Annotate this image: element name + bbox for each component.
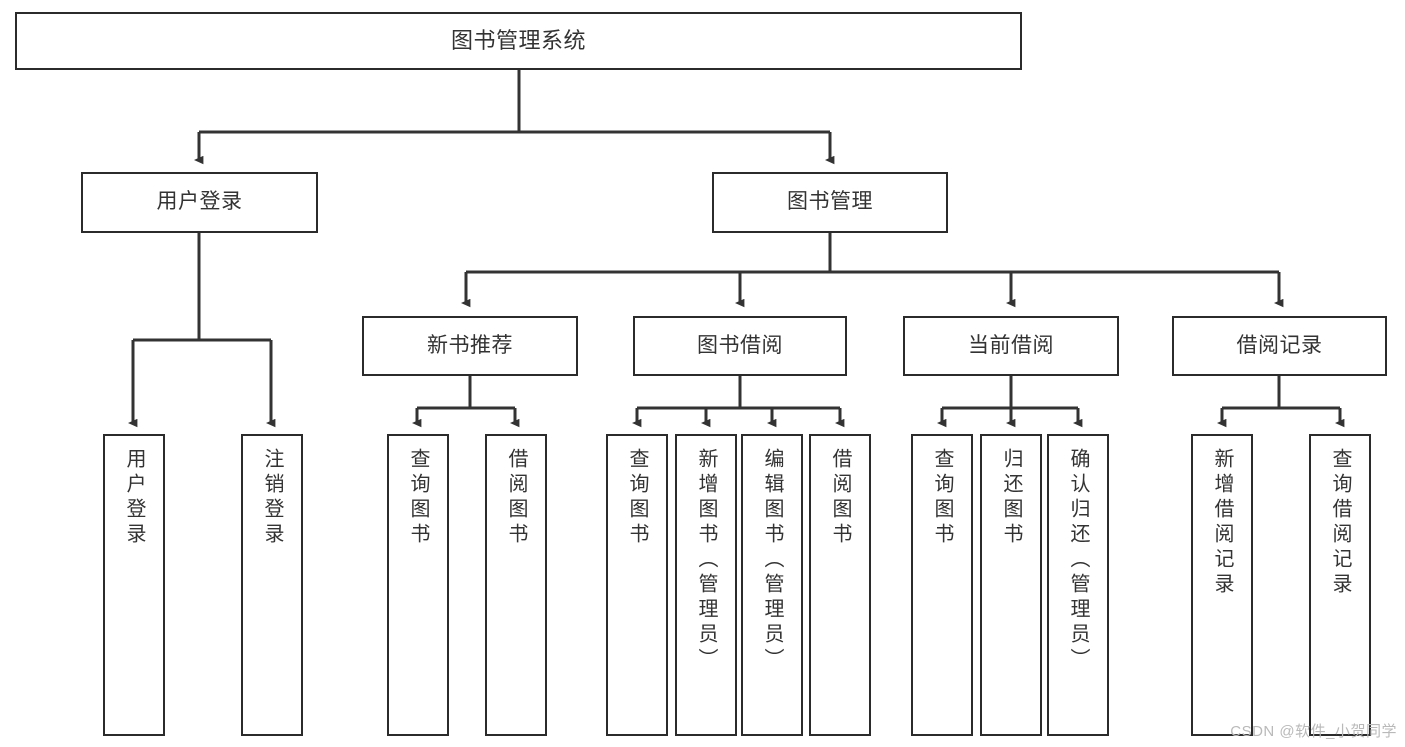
node-borrow-record[interactable]: 借阅记录: [1172, 316, 1387, 376]
node-label: 当前借阅: [968, 333, 1054, 357]
node-label: 图书管理: [787, 190, 873, 214]
leaf-node-query-book-current[interactable]: 查询图书: [911, 434, 973, 736]
node-label: 注销登录: [261, 448, 283, 548]
node-label: 借阅记录: [1236, 333, 1323, 357]
node-label: 借阅图书: [829, 448, 851, 548]
node-label: 查询图书: [407, 448, 429, 548]
csdn-watermark: CSDN @软件_小贺同学: [1230, 723, 1397, 740]
node-label: 新书推荐: [427, 333, 513, 357]
node-new-book-recommend[interactable]: 新书推荐: [362, 316, 578, 376]
node-label: 查询借阅记录: [1329, 448, 1351, 598]
node-label: 查询图书: [626, 448, 648, 548]
node-book-management-system[interactable]: 图书管理系统: [15, 12, 1022, 70]
node-label: 新增图书（管理员）: [695, 448, 717, 673]
node-book-borrow[interactable]: 图书借阅: [633, 316, 847, 376]
leaf-node-confirm-return[interactable]: 确认归还（管理员）: [1047, 434, 1109, 736]
node-label: 新增借阅记录: [1211, 448, 1233, 598]
node-label: 图书借阅: [697, 333, 783, 357]
leaf-node-add-book[interactable]: 新增图书（管理员）: [675, 434, 737, 736]
leaf-node-query-book-borrow[interactable]: 查询图书: [606, 434, 668, 736]
node-label: 借阅图书: [505, 448, 527, 548]
leaf-node-borrow-book[interactable]: 借阅图书: [809, 434, 871, 736]
leaf-node-user-login[interactable]: 用户登录: [103, 434, 165, 736]
leaf-node-add-borrow-record[interactable]: 新增借阅记录: [1191, 434, 1253, 736]
leaf-node-query-book-recommend[interactable]: 查询图书: [387, 434, 449, 736]
node-current-borrow[interactable]: 当前借阅: [903, 316, 1119, 376]
node-label: 图书管理系统: [450, 28, 586, 54]
leaf-node-edit-book[interactable]: 编辑图书（管理员）: [741, 434, 803, 736]
leaf-node-user-logout[interactable]: 注销登录: [241, 434, 303, 736]
node-label: 用户登录: [156, 190, 243, 214]
leaf-node-return-book[interactable]: 归还图书: [980, 434, 1042, 736]
node-label: 查询图书: [931, 448, 953, 548]
node-label: 用户登录: [123, 448, 145, 548]
node-label: 编辑图书（管理员）: [761, 448, 783, 673]
leaf-node-query-borrow-record[interactable]: 查询借阅记录: [1309, 434, 1371, 736]
node-user-login[interactable]: 用户登录: [81, 172, 318, 233]
node-label: 确认归还（管理员）: [1067, 448, 1089, 673]
node-book-management[interactable]: 图书管理: [712, 172, 948, 233]
node-label: 归还图书: [1000, 448, 1022, 548]
leaf-node-borrow-book-recommend[interactable]: 借阅图书: [485, 434, 547, 736]
